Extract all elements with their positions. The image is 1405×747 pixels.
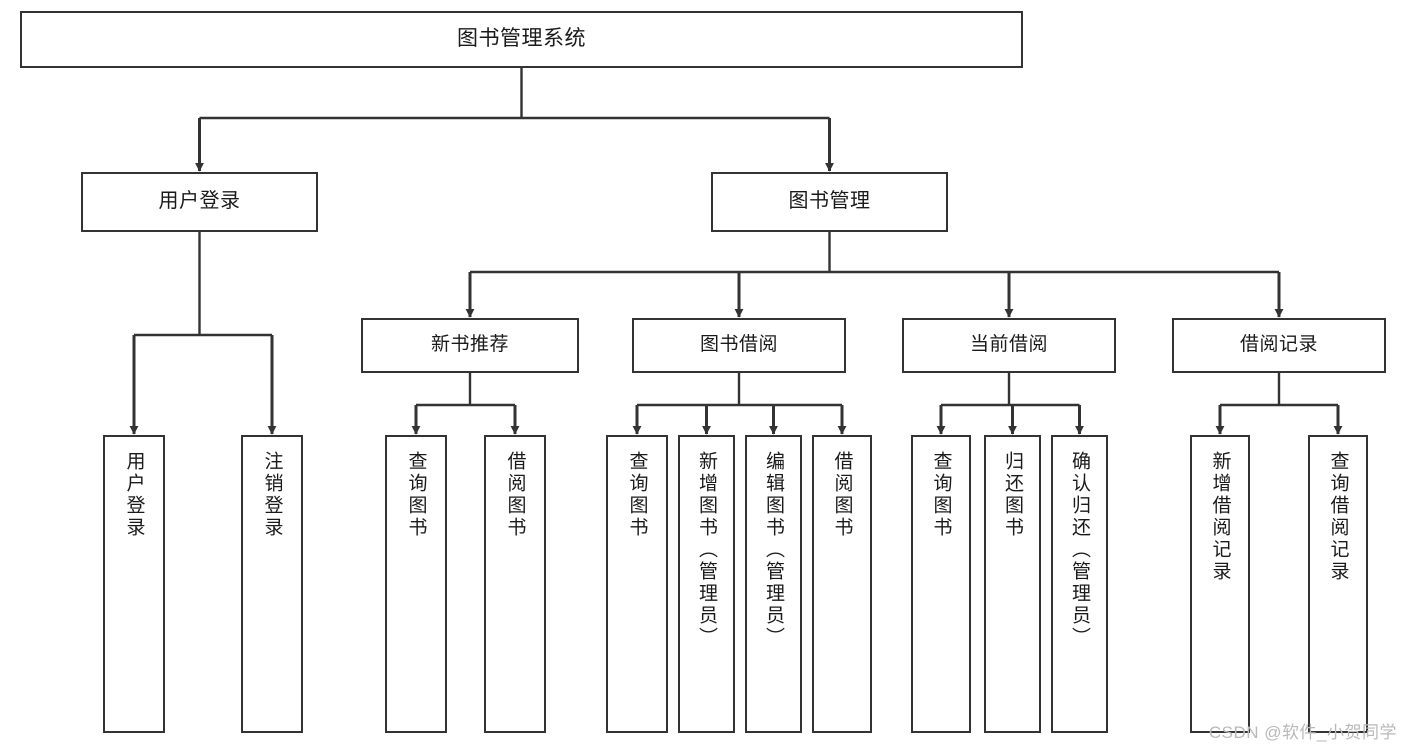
node-leaf_query_book_2[interactable]: 查询图书 <box>606 435 668 733</box>
node-cur_borrow[interactable]: 当前借阅 <box>902 318 1116 373</box>
node-book_borrow[interactable]: 图书借阅 <box>632 318 846 373</box>
node-label: 新增图书（管理员） <box>696 451 717 649</box>
node-label: 注销登录 <box>261 451 283 539</box>
node-leaf_query_book_3[interactable]: 查询图书 <box>911 435 971 733</box>
node-label: 查询图书 <box>405 451 427 539</box>
node-root[interactable]: 图书管理系统 <box>20 11 1023 68</box>
node-label: 查询图书 <box>930 451 952 539</box>
node-label: 图书管理 <box>788 190 871 213</box>
node-label: 查询借阅记录 <box>1327 451 1349 583</box>
node-leaf_user_login[interactable]: 用户登录 <box>103 435 165 733</box>
node-leaf_query_book_1[interactable]: 查询图书 <box>385 435 447 733</box>
node-label: 图书管理系统 <box>457 27 586 51</box>
node-label: 查询图书 <box>626 451 648 539</box>
node-borrow_log[interactable]: 借阅记录 <box>1172 318 1386 373</box>
node-label: 图书借阅 <box>699 334 778 356</box>
node-user_login[interactable]: 用户登录 <box>81 172 318 232</box>
node-label: 借阅记录 <box>1239 334 1318 356</box>
node-leaf_confirm_ret[interactable]: 确认归还（管理员） <box>1051 435 1108 733</box>
node-leaf_logout[interactable]: 注销登录 <box>241 435 303 733</box>
node-label: 编辑图书（管理员） <box>763 451 784 649</box>
node-leaf_borrow_book_2[interactable]: 借阅图书 <box>812 435 872 733</box>
node-label: 用户登录 <box>158 190 241 213</box>
node-leaf_add_book[interactable]: 新增图书（管理员） <box>678 435 735 733</box>
node-leaf_edit_book[interactable]: 编辑图书（管理员） <box>745 435 802 733</box>
node-label: 新书推荐 <box>430 334 509 356</box>
node-leaf_add_log[interactable]: 新增借阅记录 <box>1190 435 1250 733</box>
node-new_book_rec[interactable]: 新书推荐 <box>361 318 579 373</box>
node-label: 新增借阅记录 <box>1209 451 1231 583</box>
node-leaf_borrow_book_1[interactable]: 借阅图书 <box>484 435 546 733</box>
node-leaf_return_book[interactable]: 归还图书 <box>984 435 1041 733</box>
node-leaf_query_log[interactable]: 查询借阅记录 <box>1308 435 1368 733</box>
node-label: 当前借阅 <box>969 334 1048 356</box>
node-label: 归还图书 <box>1002 451 1023 539</box>
node-label: 用户登录 <box>123 451 145 539</box>
node-label: 借阅图书 <box>504 451 526 539</box>
node-label: 确认归还（管理员） <box>1069 451 1090 649</box>
node-label: 借阅图书 <box>831 451 853 539</box>
connector-lines <box>129 68 1343 435</box>
node-book_mgmt[interactable]: 图书管理 <box>711 172 948 232</box>
